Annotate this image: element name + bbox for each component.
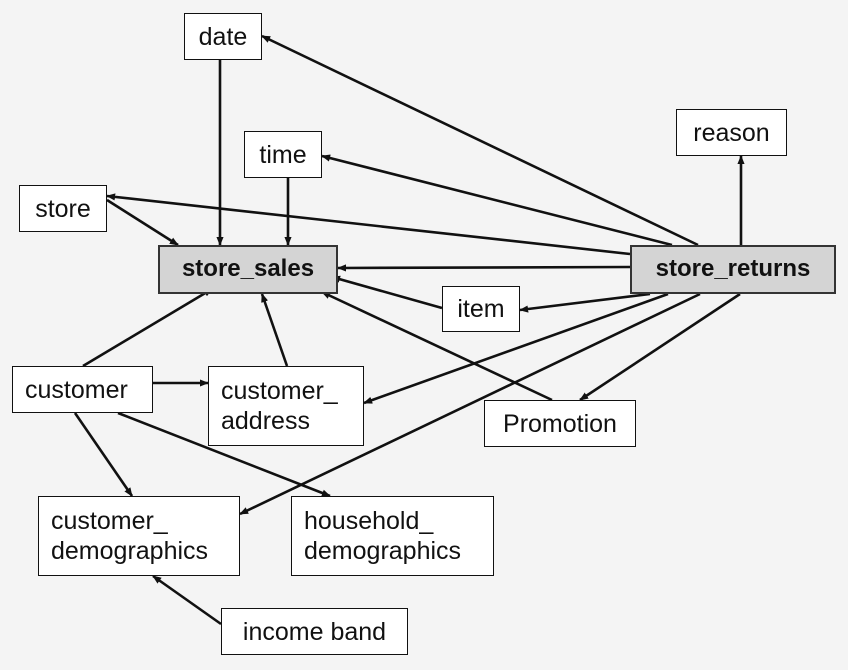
node-time: time	[244, 131, 322, 178]
node-reason: reason	[676, 109, 787, 156]
edge-store-to-store_sales	[106, 198, 179, 247]
edge-store_returns-to-promotion	[579, 292, 741, 402]
node-store: store	[19, 185, 107, 232]
node-store-sales: store_sales	[158, 245, 338, 294]
node-date: date	[184, 13, 262, 60]
node-customer-demographics: customer_ demographics	[38, 496, 240, 576]
node-customer: customer	[12, 366, 153, 413]
edge-customer-to-household_demographics	[117, 411, 331, 498]
node-customer-address: customer_ address	[208, 366, 364, 446]
edge-income_band-to-customer_demographics	[152, 574, 222, 626]
edge-store_returns-to-customer_demographics	[239, 292, 701, 516]
edge-customer_address-to-store_sales	[260, 293, 289, 367]
node-household-demographics: household_ demographics	[291, 496, 494, 576]
edge-store_returns-to-time	[321, 154, 673, 247]
node-promotion: Promotion	[484, 400, 636, 447]
node-income-band: income band	[221, 608, 408, 655]
edge-customer-to-customer_demographics	[73, 412, 134, 497]
edge-customer-to-store_sales	[82, 287, 213, 368]
edge-store_returns-to-item	[519, 292, 651, 313]
edge-store_returns-to-store_sales	[337, 264, 631, 272]
node-item: item	[442, 286, 520, 332]
edge-item-to-store_sales	[331, 275, 443, 310]
edge-store_returns-to-date	[261, 34, 699, 247]
edge-store_returns-to-customer_address	[363, 292, 669, 405]
node-store-returns: store_returns	[630, 245, 836, 294]
edge-store_returns-to-store	[106, 193, 631, 256]
